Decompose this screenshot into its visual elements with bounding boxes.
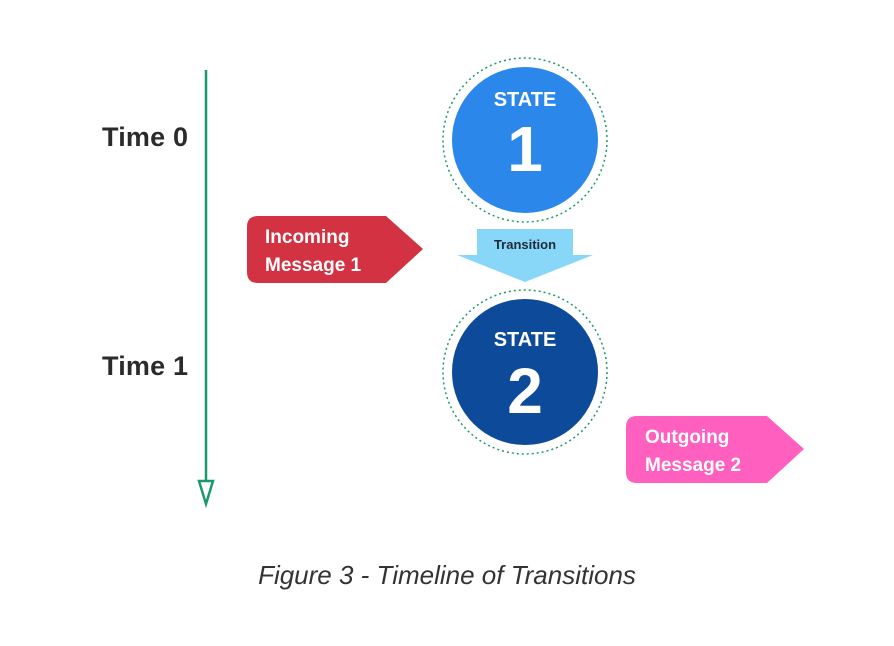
timeline-arrowhead [197,479,215,509]
state-2-word: STATE [493,329,557,351]
state-2-number: 2 [507,355,543,427]
incoming-message-label: Incoming Message 1 [265,227,362,276]
time-1-label: Time 1 [102,351,189,381]
outgoing-message-label: Outgoing Message 2 [645,427,742,476]
outgoing-message-tag [626,416,804,483]
state-1-circle [452,67,598,213]
state-1-word: STATE [493,89,557,111]
state-1-number: 1 [507,113,543,185]
state-1-ring [442,57,608,223]
transition-arrow [457,229,593,282]
state-2-ring [442,289,608,455]
incoming-message-tag [247,216,423,283]
figure-caption: Figure 3 - Timeline of Transitions [258,560,636,590]
time-0-label: Time 0 [102,122,189,152]
transition-label: Transition [493,237,557,252]
state-2-circle [452,299,598,445]
